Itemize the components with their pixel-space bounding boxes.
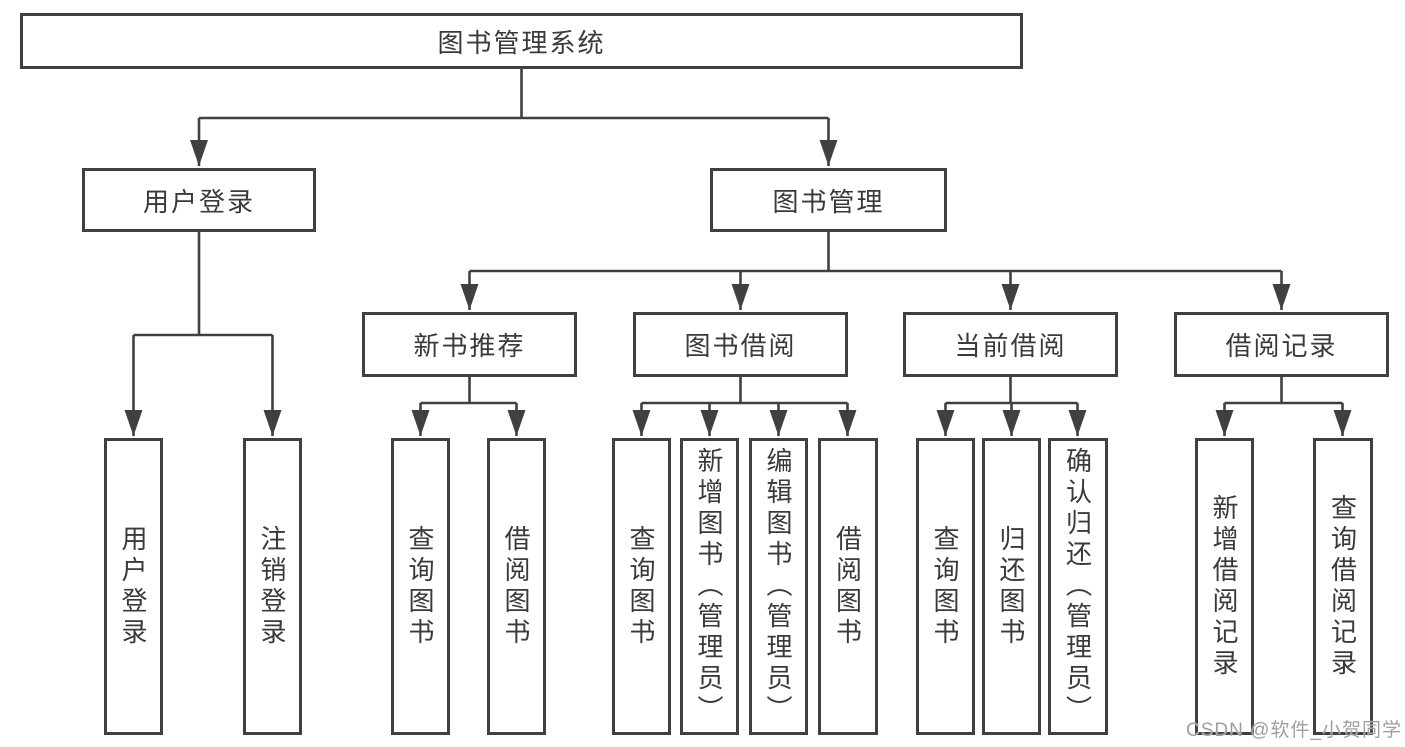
node-borrow-records-label: 借阅记录 xyxy=(1225,331,1338,361)
leaf-user-login: 用户登录 xyxy=(104,438,163,735)
leaf-query-books-recommend-label: 查询图书 xyxy=(405,524,435,649)
leaf-query-books-borrow: 查询图书 xyxy=(612,438,671,735)
node-root: 图书管理系统 xyxy=(20,13,1023,69)
node-book-management: 图书管理 xyxy=(710,168,947,232)
leaf-query-books-current: 查询图书 xyxy=(916,438,975,735)
leaf-confirm-return-admin: 确认归还（管理员） xyxy=(1048,438,1108,735)
node-book-borrow-label: 图书借阅 xyxy=(684,331,797,361)
node-book-borrow: 图书借阅 xyxy=(633,312,848,377)
node-root-label: 图书管理系统 xyxy=(437,27,606,58)
leaf-borrow-books-recommend-label: 借阅图书 xyxy=(501,524,531,649)
connector-current-to-leaves xyxy=(936,377,1087,436)
node-book-management-label: 图书管理 xyxy=(772,186,885,217)
leaf-add-book-admin: 新增图书（管理员） xyxy=(680,438,739,735)
connector-records-to-leaves xyxy=(1215,377,1352,436)
node-new-book-recommend: 新书推荐 xyxy=(362,312,577,377)
leaf-edit-book-admin: 编辑图书（管理员） xyxy=(749,438,808,735)
connector-borrow-to-leaves xyxy=(632,377,857,436)
connector-newbook-to-leaves xyxy=(411,377,526,436)
leaf-return-book: 归还图书 xyxy=(982,438,1041,735)
leaf-add-borrow-record: 新增借阅记录 xyxy=(1195,438,1254,735)
leaf-query-borrow-record: 查询借阅记录 xyxy=(1313,438,1373,735)
node-current-borrow-label: 当前借阅 xyxy=(954,331,1067,361)
leaf-query-books-current-label: 查询图书 xyxy=(930,524,960,649)
leaf-borrow-books-recommend: 借阅图书 xyxy=(487,438,546,735)
node-user-login: 用户登录 xyxy=(82,168,316,232)
leaf-edit-book-admin-label: 编辑图书（管理员） xyxy=(763,447,793,726)
node-current-borrow: 当前借阅 xyxy=(903,312,1118,377)
node-user-login-label: 用户登录 xyxy=(142,186,255,217)
node-borrow-records: 借阅记录 xyxy=(1174,312,1389,377)
node-new-book-recommend-label: 新书推荐 xyxy=(413,331,526,361)
leaf-query-borrow-record-label: 查询借阅记录 xyxy=(1327,493,1358,680)
connector-userlogin-to-leaves xyxy=(124,232,282,436)
connector-bookmgmt-to-level3 xyxy=(460,232,1291,310)
connector-root-to-level2 xyxy=(190,69,838,166)
leaf-query-books-recommend: 查询图书 xyxy=(391,438,450,735)
leaf-borrow-books: 借阅图书 xyxy=(818,438,878,735)
leaf-add-borrow-record-label: 新增借阅记录 xyxy=(1209,493,1239,680)
leaf-confirm-return-admin-label: 确认归还（管理员） xyxy=(1062,447,1093,726)
leaf-user-login-label: 用户登录 xyxy=(118,524,148,649)
leaf-logout-label: 注销登录 xyxy=(257,524,287,649)
leaf-add-book-admin-label: 新增图书（管理员） xyxy=(694,447,724,726)
csdn-watermark: CSDN @软件_小贺同学 xyxy=(1186,720,1402,741)
leaf-query-books-borrow-label: 查询图书 xyxy=(626,524,656,649)
leaf-return-book-label: 归还图书 xyxy=(996,524,1026,649)
leaf-borrow-books-label: 借阅图书 xyxy=(832,524,863,649)
leaf-logout: 注销登录 xyxy=(243,438,302,735)
